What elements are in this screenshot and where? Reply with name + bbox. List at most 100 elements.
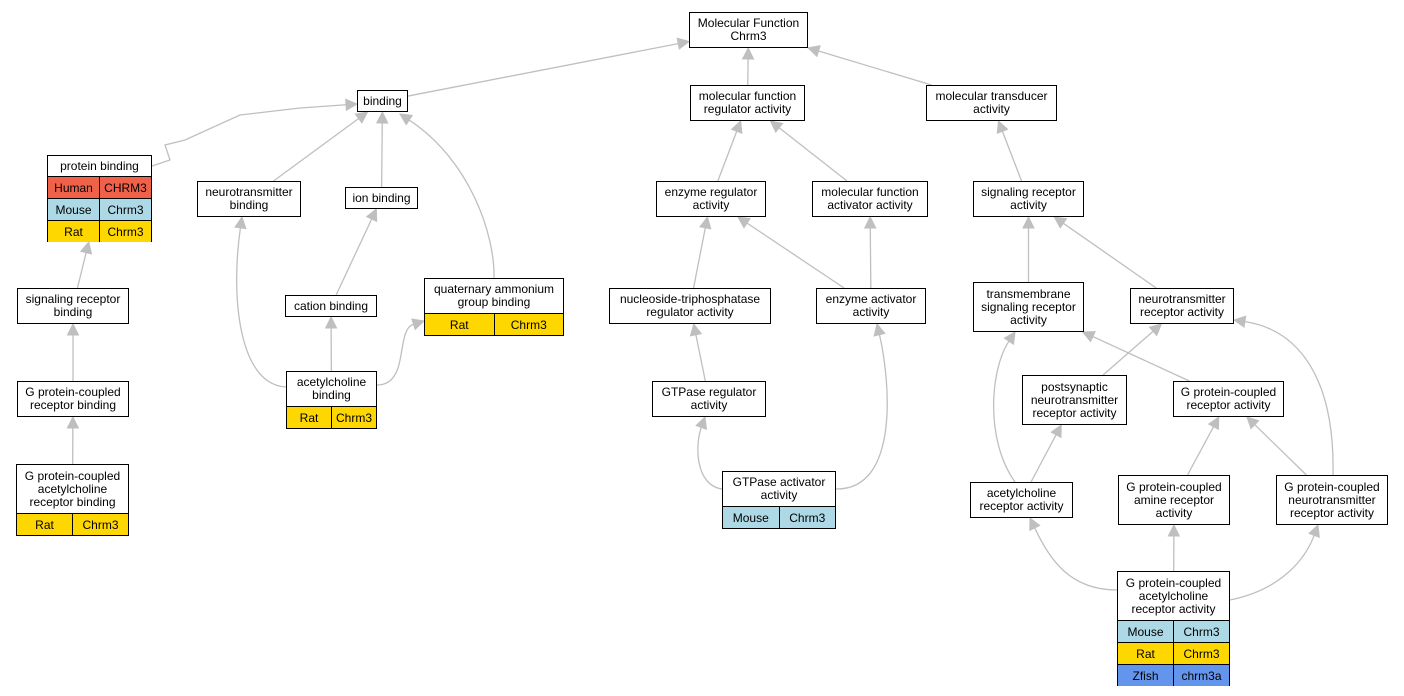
node-gpcntra[interactable]: G protein-coupled neurotransmitter recep…: [1276, 475, 1388, 525]
edge-ionb-to-binding-arrowhead: [375, 110, 389, 124]
edge-gpcra-to-tsra-arrowhead: [1081, 331, 1096, 343]
edge-ntra-to-sra-arrowhead: [1053, 216, 1068, 229]
node-label: G protein-coupled amine receptor activit…: [1126, 479, 1222, 520]
node-label: ion binding: [352, 190, 411, 205]
edge-qagb-to-binding: [408, 119, 495, 279]
node-label: neurotransmitter binding: [205, 185, 293, 212]
node-label: molecular function regulator activity: [698, 89, 797, 116]
species-label: Rat: [449, 317, 469, 332]
node-mf[interactable]: Molecular Function Chrm3: [689, 12, 808, 48]
edge-mta-to-mf: [818, 50, 932, 86]
node-gpcachra[interactable]: G protein-coupled acetylcholine receptor…: [1117, 571, 1230, 686]
edge-achb-to-ntb: [236, 227, 287, 388]
node-era[interactable]: enzyme regulator activity: [656, 181, 766, 217]
node-label: molecular transducer activity: [935, 89, 1048, 116]
species-label: Rat: [299, 410, 319, 425]
node-ntra[interactable]: neurotransmitter receptor activity: [1130, 288, 1234, 324]
edge-gpcachrb-to-gpcrb-arrowhead: [66, 415, 80, 429]
edge-pb-to-binding: [151, 104, 347, 167]
gene-label: Chrm3: [1173, 643, 1229, 664]
node-cationb[interactable]: cation binding: [285, 295, 377, 317]
node-mfaa[interactable]: molecular function activator activity: [812, 181, 928, 217]
node-label: enzyme activator activity: [825, 292, 917, 319]
gene-label: chrm3a: [1173, 665, 1229, 686]
node-eaa[interactable]: enzyme activator activity: [816, 288, 926, 324]
node-label: G protein-coupled receptor activity: [1180, 385, 1277, 412]
gene-label: Chrm3: [778, 507, 836, 528]
node-binding[interactable]: binding: [357, 90, 408, 112]
species-label: Zfish: [1132, 668, 1159, 683]
node-label: acetylcholine receptor activity: [979, 486, 1064, 513]
node-label: transmembrane signaling receptor activit…: [981, 286, 1076, 327]
edge-ntb-to-binding-arrowhead: [354, 111, 369, 124]
gene-label: Chrm3: [493, 314, 564, 335]
ortholog-row: Rat Chrm3: [425, 313, 563, 335]
edge-mfaa-to-mfra: [778, 127, 848, 182]
edge-ntb-to-binding: [273, 117, 360, 182]
edge-sra-to-mta: [1001, 131, 1023, 182]
node-label: postsynaptic neurotransmitter receptor a…: [1030, 379, 1119, 420]
node-tsra[interactable]: transmembrane signaling receptor activit…: [973, 282, 1084, 332]
edge-gpcachra-to-gpcntra: [1229, 535, 1315, 601]
edge-achb-to-cationb-arrowhead: [324, 315, 338, 329]
edge-eaa-to-era-arrowhead: [736, 216, 751, 229]
node-ionb[interactable]: ion binding: [345, 187, 418, 209]
edge-sra-to-mta-arrowhead: [996, 119, 1009, 134]
edge-binding-to-mf: [407, 42, 679, 97]
node-gpcrb[interactable]: G protein-coupled receptor binding: [17, 381, 129, 417]
edge-cationb-to-ionb: [335, 218, 373, 296]
node-ntb[interactable]: neurotransmitter binding: [197, 181, 301, 217]
gene-label: Chrm3: [331, 407, 376, 428]
edge-gpcachra-to-achra-arrowhead: [1029, 516, 1041, 532]
edge-binding-to-mf-arrowhead: [676, 37, 691, 50]
node-label: protein binding: [60, 158, 139, 173]
node-mta[interactable]: molecular transducer activity: [926, 85, 1057, 121]
node-ntpra[interactable]: nucleoside-triphosphatase regulator acti…: [609, 288, 771, 324]
edge-gpcntra-to-gpcra: [1254, 424, 1307, 476]
node-gpcamra[interactable]: G protein-coupled amine receptor activit…: [1118, 475, 1230, 525]
edge-gpcachra-to-achra: [1034, 527, 1118, 591]
node-label: GTPase activator activity: [732, 475, 826, 502]
edge-ntra-to-sra: [1062, 222, 1157, 289]
edge-eaa-to-era: [746, 222, 845, 289]
node-label: binding: [363, 93, 402, 108]
edge-gtpaa-to-gtpra-arrowhead: [695, 415, 708, 430]
edge-gpcntra-to-gpcra-arrowhead: [1246, 416, 1260, 430]
node-gpcra[interactable]: G protein-coupled receptor activity: [1173, 381, 1284, 417]
node-mfra[interactable]: molecular function regulator activity: [690, 85, 805, 121]
node-label: nucleoside-triphosphatase regulator acti…: [619, 292, 761, 319]
edge-ntpra-to-era-arrowhead: [699, 215, 712, 230]
node-srb[interactable]: signaling receptor binding: [17, 288, 129, 324]
node-label: enzyme regulator activity: [664, 185, 758, 212]
edge-pb-to-binding-arrowhead: [345, 98, 359, 112]
edge-qagb-to-binding-arrowhead: [399, 113, 414, 126]
gene-label: Chrm3: [1173, 621, 1229, 642]
ortholog-row: Zfish chrm3a: [1118, 664, 1229, 686]
node-label: G protein-coupled acetylcholine receptor…: [24, 468, 121, 509]
node-gpcachrb[interactable]: G protein-coupled acetylcholine receptor…: [16, 464, 129, 536]
node-sra[interactable]: signaling receptor activity: [973, 181, 1084, 217]
edge-gpcachra-to-gpcntra-arrowhead: [1308, 523, 1320, 538]
node-achra[interactable]: acetylcholine receptor activity: [970, 482, 1073, 518]
edge-gpcrb-to-srb-arrowhead: [66, 322, 80, 336]
edge-srb-to-pb: [76, 252, 87, 289]
gene-label: Chrm3: [99, 199, 151, 220]
ortholog-row: Rat Chrm3: [287, 406, 376, 428]
node-label: G protein-coupled neurotransmitter recep…: [1284, 479, 1380, 520]
node-label: Molecular Function Chrm3: [697, 16, 800, 43]
node-label: G protein-coupled receptor binding: [25, 385, 121, 412]
node-pntra[interactable]: postsynaptic neurotransmitter receptor a…: [1022, 375, 1127, 425]
edge-gpcntra-to-ntra-arrowhead: [1232, 315, 1247, 328]
edge-mta-to-mf-arrowhead: [806, 45, 821, 58]
node-gtpra[interactable]: GTPase regulator activity: [652, 381, 766, 417]
node-label: G protein-coupled acetylcholine receptor…: [1125, 575, 1222, 616]
